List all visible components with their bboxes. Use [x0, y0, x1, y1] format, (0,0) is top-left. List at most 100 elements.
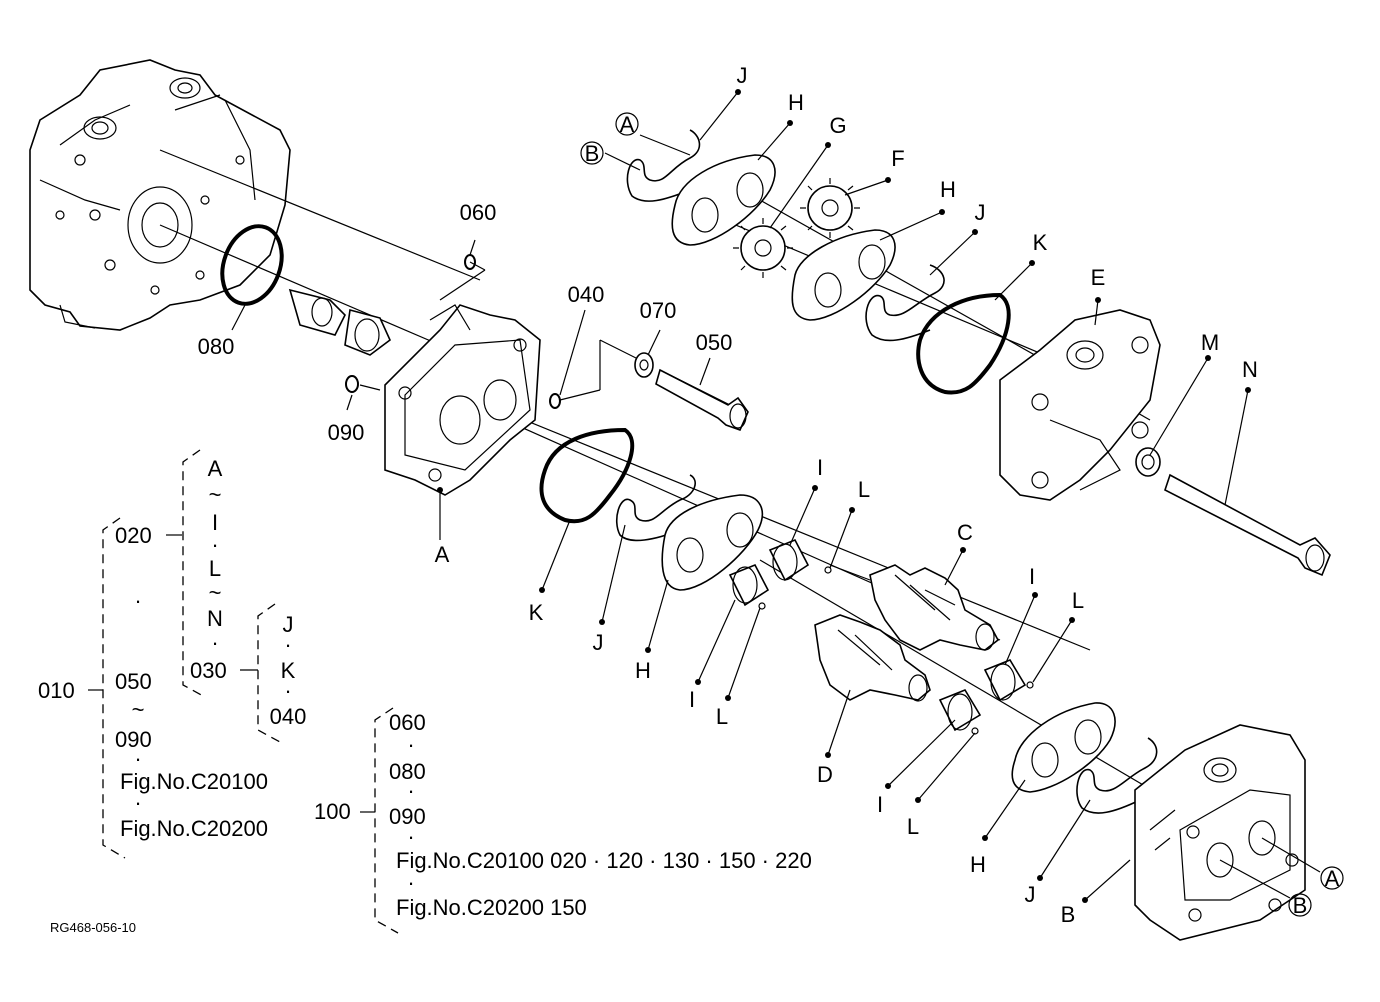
callout-e: E — [1091, 265, 1106, 290]
callout-i: I — [1029, 564, 1035, 589]
part-number-labels: 060 040 070 050 080 090 — [198, 200, 733, 445]
backup-ring-j-mid — [865, 264, 945, 342]
svg-text:I: I — [212, 510, 218, 535]
bushing-i-upper — [768, 538, 810, 582]
pin-l — [971, 727, 979, 735]
svg-text:·: · — [134, 746, 141, 771]
svg-text:L: L — [209, 556, 221, 581]
svg-text:·: · — [211, 532, 218, 557]
side-plate-h-bottom — [1011, 702, 1116, 793]
gear-shaft-c — [869, 564, 1000, 651]
svg-text:·: · — [407, 870, 414, 895]
callout-l: L — [907, 814, 919, 839]
bushing-i-right-lower — [938, 689, 982, 732]
part-050: 050 — [696, 330, 733, 355]
svg-text:~: ~ — [132, 697, 145, 722]
side-plate-h-front — [661, 494, 764, 591]
callout-i: I — [689, 687, 695, 712]
callout-leaders — [231, 89, 1321, 903]
svg-text:040: 040 — [270, 704, 307, 729]
callout-labels: J H G F H J K E M N A K J H I L I L C D … — [435, 63, 1258, 927]
pin-l — [1026, 681, 1034, 689]
svg-text:A: A — [208, 456, 223, 481]
o-ring-080 — [220, 224, 284, 306]
backup-ring-j-top — [626, 129, 701, 202]
svg-text:·: · — [407, 824, 414, 849]
svg-text:B: B — [1293, 893, 1308, 918]
callout-j: J — [593, 630, 604, 655]
callout-j: J — [737, 63, 748, 88]
callout-l: L — [1072, 588, 1084, 613]
svg-text:A: A — [1325, 866, 1340, 891]
callout-f: F — [891, 146, 904, 171]
svg-text:J: J — [283, 612, 294, 637]
callout-c: C — [957, 520, 973, 545]
fig-ref-c20200: Fig.No.C20200 — [120, 816, 268, 841]
bushing — [288, 288, 391, 356]
callout-n: N — [1242, 357, 1258, 382]
callout-b: B — [1061, 902, 1076, 927]
seal-k-top — [916, 292, 1011, 395]
pin-l — [824, 566, 832, 574]
callout-m: M — [1201, 330, 1219, 355]
callout-d: D — [817, 762, 833, 787]
callout-h: H — [788, 90, 804, 115]
callout-g: G — [829, 113, 846, 138]
bushing-i-right-upper — [983, 659, 1027, 702]
svg-text:A: A — [620, 112, 635, 137]
part-040: 040 — [568, 282, 605, 307]
backup-ring-j-bottom — [1076, 737, 1158, 814]
svg-text:K: K — [281, 658, 296, 683]
bushing-i-lower — [728, 563, 770, 607]
callout-j: J — [1025, 882, 1036, 907]
gear-shaft-d — [814, 614, 931, 702]
svg-text:·: · — [134, 790, 141, 815]
group-050: 050 — [115, 669, 152, 694]
main-housing-casting — [29, 59, 291, 331]
fig-ref-c20100: Fig.No.C20100 — [120, 769, 268, 794]
seal-k-front — [539, 427, 635, 524]
part-080: 080 — [198, 334, 235, 359]
group-030: 030 — [190, 658, 227, 683]
svg-text:·: · — [284, 632, 291, 657]
bolt-n — [1164, 473, 1331, 577]
svg-text:080: 080 — [389, 759, 426, 784]
rear-cover-e — [999, 309, 1161, 501]
callout-k: K — [529, 600, 544, 625]
callout-l: L — [716, 704, 728, 729]
reference-circle-b-bottom: B — [1288, 893, 1312, 918]
washer-070 — [634, 352, 654, 378]
bolt-050 — [655, 368, 749, 432]
group-100: 100 — [314, 799, 351, 824]
svg-text:~: ~ — [209, 482, 222, 507]
svg-text:·: · — [407, 778, 414, 803]
side-plate-h-mid — [791, 229, 896, 321]
reference-circle-b-top: B — [580, 141, 604, 166]
fig-ref-c20200-parts: Fig.No.C20200 150 — [396, 895, 587, 920]
callout-i: I — [877, 792, 883, 817]
washer-m — [1135, 447, 1161, 477]
part-070: 070 — [640, 298, 677, 323]
svg-text:·: · — [284, 678, 291, 703]
svg-text:B: B — [585, 141, 600, 166]
callout-h: H — [940, 177, 956, 202]
front-cover-a — [384, 304, 541, 496]
backup-ring-j-front — [615, 474, 696, 542]
callout-l: L — [858, 477, 870, 502]
o-ring-090 — [345, 375, 359, 393]
svg-text:N: N — [207, 606, 223, 631]
callout-k: K — [1033, 230, 1048, 255]
reference-circle-a-top: A — [615, 112, 639, 137]
o-ring-040 — [549, 393, 561, 409]
pin-l — [758, 602, 766, 610]
svg-text:~: ~ — [209, 580, 222, 605]
side-plate-h-top — [671, 154, 776, 246]
callout-j: J — [975, 200, 986, 225]
svg-text:090: 090 — [389, 804, 426, 829]
gear-f — [800, 178, 860, 238]
svg-text:·: · — [134, 588, 141, 613]
group-090: 090 — [115, 727, 152, 752]
fig-ref-c20100-parts: Fig.No.C20100 020 · 120 · 130 · 150 · 22… — [396, 848, 812, 873]
callout-i: I — [817, 455, 823, 480]
